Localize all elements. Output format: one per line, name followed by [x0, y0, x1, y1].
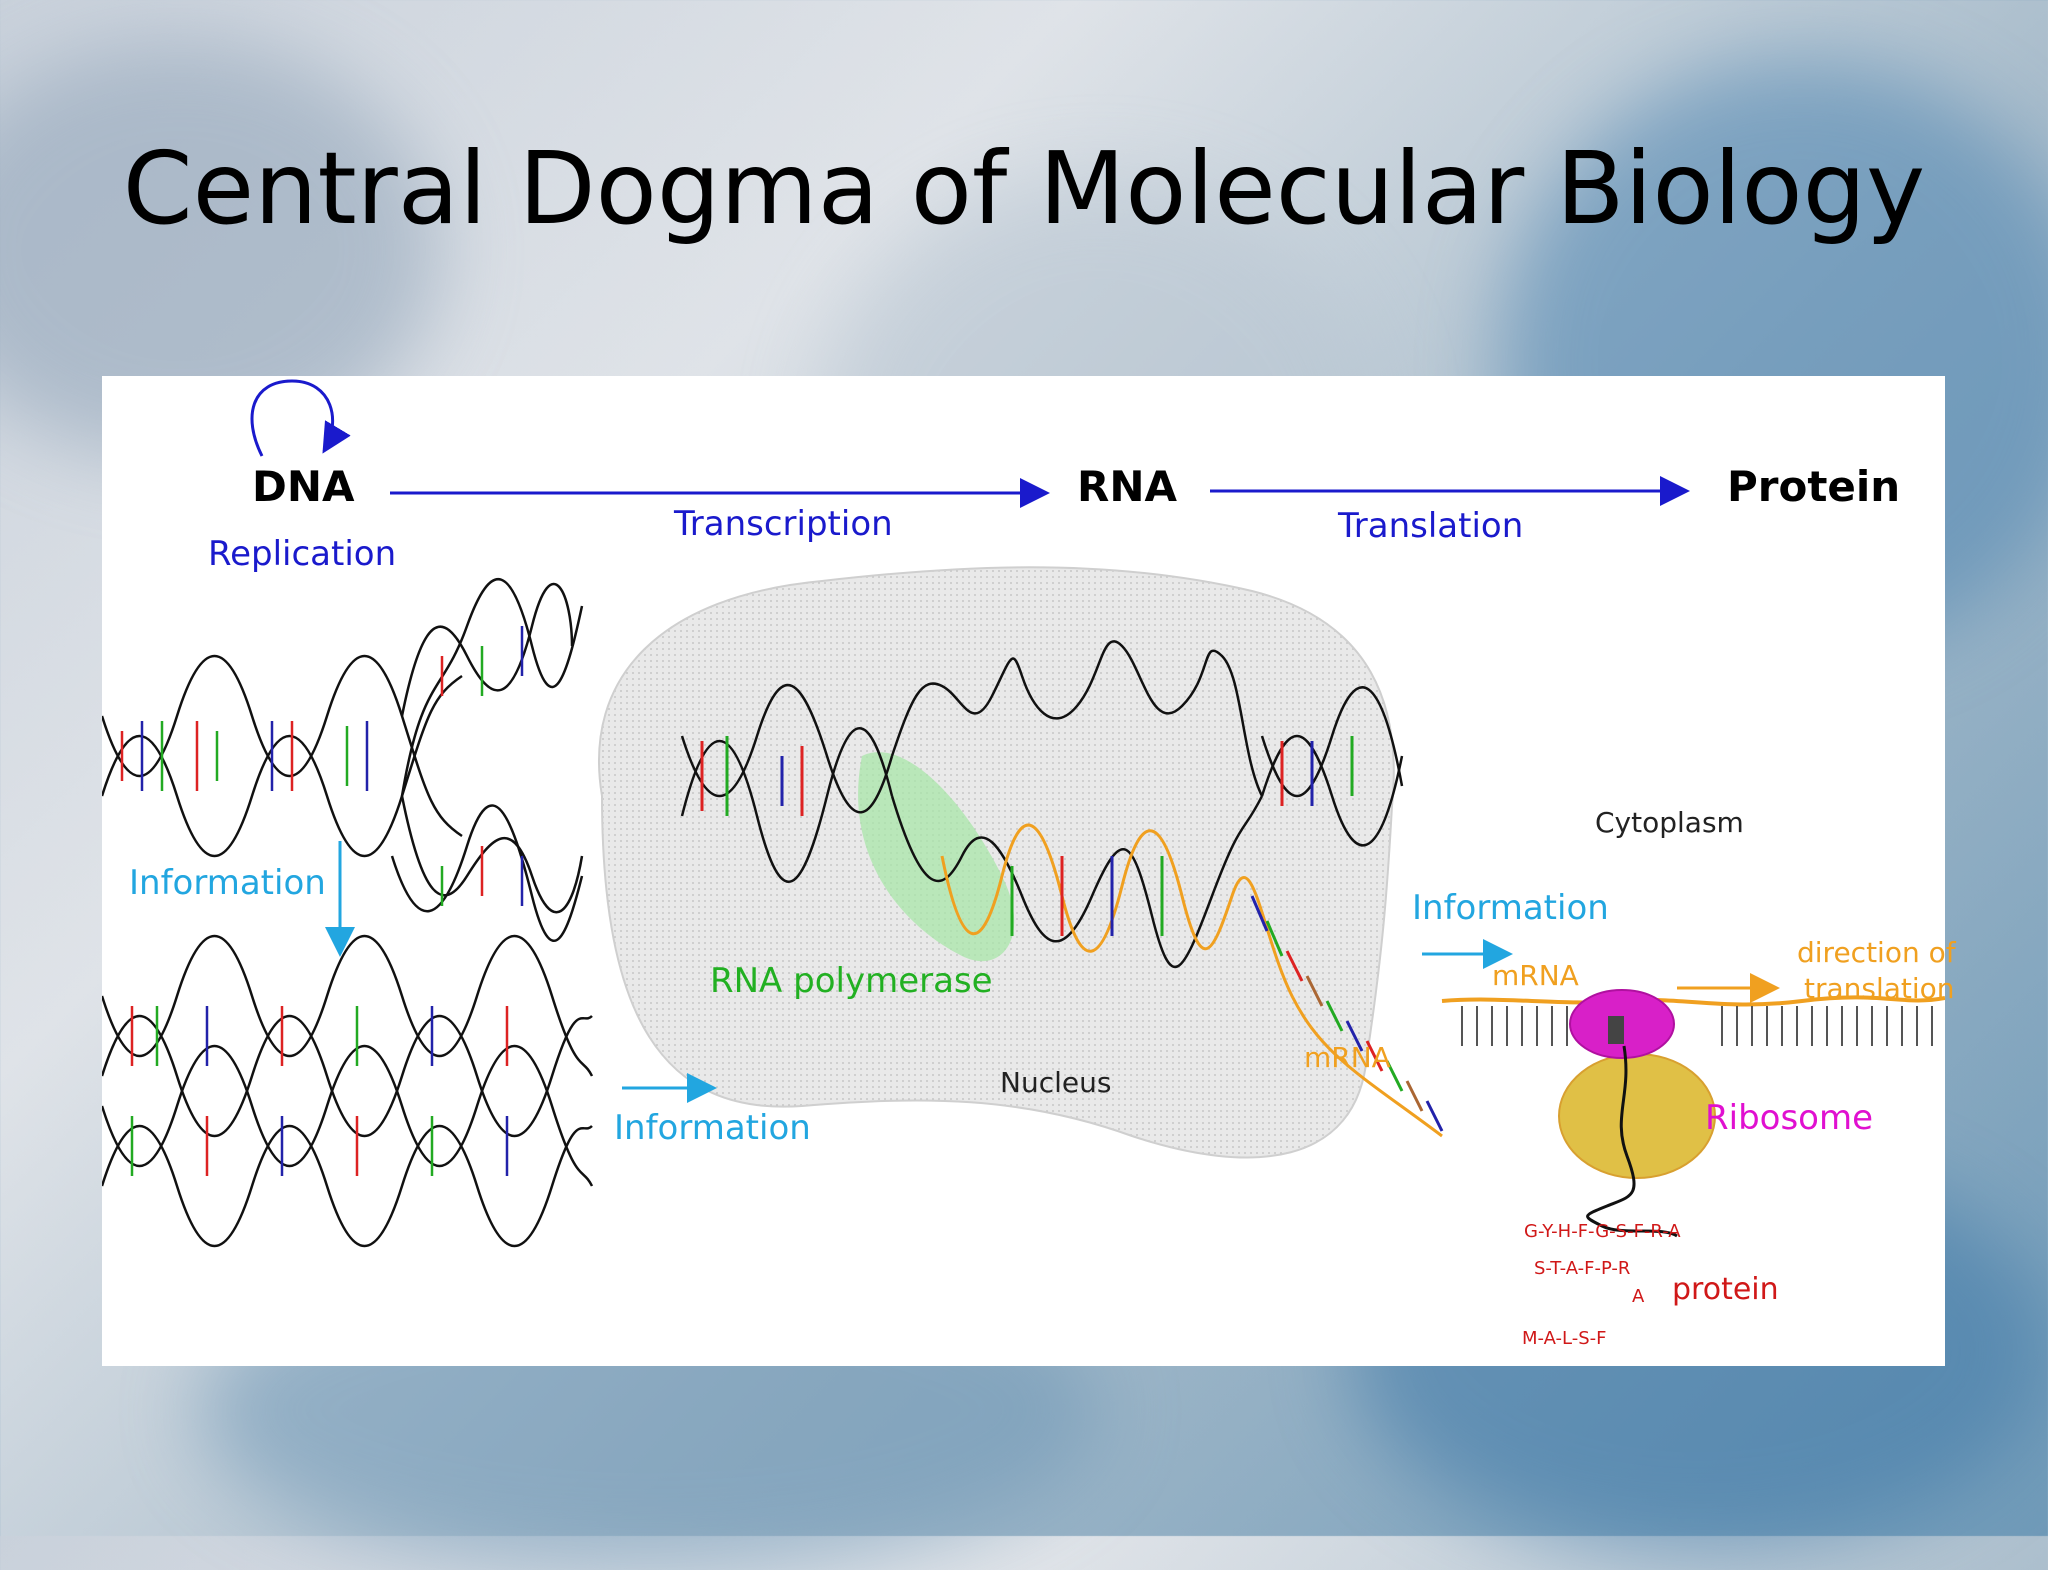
- dna-replication-helix: [102, 578, 584, 942]
- information-label-right: Information: [1412, 888, 1609, 928]
- rna-label: RNA: [1077, 462, 1177, 511]
- rna-polymerase-label: RNA polymerase: [710, 961, 993, 1001]
- central-dogma-diagram: DNA RNA Protein Replication Transcriptio…: [102, 376, 1956, 1366]
- ribosome-large-subunit: [1558, 1053, 1716, 1179]
- mrna-label-nucleus: mRNA: [1304, 1041, 1391, 1074]
- amino-acid-row-3: A: [1632, 1286, 1645, 1307]
- daughter-dna-helices: [102, 934, 594, 1248]
- cytoplasm-label: Cytoplasm: [1595, 806, 1744, 839]
- protein-label: protein: [1672, 1272, 1779, 1307]
- protein-heading: Protein: [1727, 462, 1901, 511]
- polypeptide-chain: [1586, 1045, 1678, 1238]
- translation-label: Translation: [1338, 506, 1524, 546]
- nucleus-mrna-strand: [940, 823, 1443, 1138]
- slide-title: Central Dogma of Molecular Biology: [122, 130, 1926, 247]
- information-label-left: Information: [129, 863, 326, 903]
- direction-label-line2: translation: [1804, 972, 1955, 1005]
- nucleus-dna-helix: [680, 640, 1404, 969]
- replication-label: Replication: [208, 534, 397, 574]
- nucleus-shape: [597, 566, 1395, 1159]
- cytoplasm-mrna-strand: [1441, 995, 1945, 1007]
- nucleus-label: Nucleus: [1000, 1066, 1112, 1099]
- transcription-label: Transcription: [674, 504, 893, 544]
- mrna-label-cytoplasm: mRNA: [1492, 959, 1579, 992]
- information-label-middle: Information: [614, 1108, 811, 1148]
- direction-label-line1: direction of: [1797, 936, 1956, 969]
- mrna-bases: [1461, 1006, 1933, 1046]
- rna-polymerase-blob: [858, 752, 1015, 962]
- amino-acid-row-4: M-A-L-S-F: [1522, 1328, 1607, 1349]
- amino-acid-row-1: G-Y-H-F-G-S-F-R-A: [1524, 1221, 1681, 1242]
- replication-loop-arrow: [250, 379, 351, 457]
- ribosome-label: Ribosome: [1705, 1098, 1874, 1138]
- dna-label: DNA: [252, 462, 355, 511]
- amino-acid-row-2: S-T-A-F-P-R: [1534, 1258, 1631, 1279]
